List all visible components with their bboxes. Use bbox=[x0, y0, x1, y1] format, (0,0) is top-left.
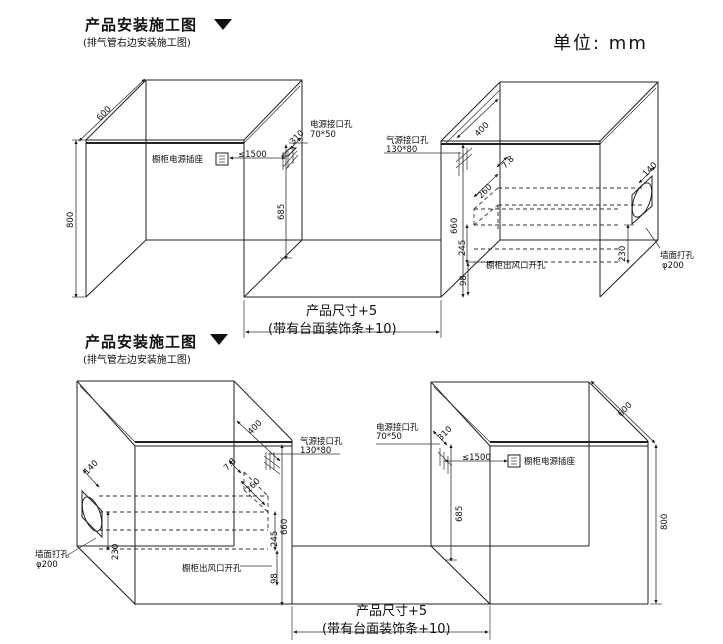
top-dim-685: 685 bbox=[277, 203, 287, 220]
title-triangle-icon bbox=[210, 334, 228, 345]
top-power-hole-size: 70*50 bbox=[310, 130, 336, 140]
top-dim-98: 98 bbox=[459, 275, 469, 286]
bottom-dim-800: 800 bbox=[660, 513, 670, 530]
top-wall-hole-size: φ200 bbox=[662, 261, 684, 271]
bottom-dim-660: 660 bbox=[280, 518, 290, 535]
bottom-caption-size: 产品尺寸+5 bbox=[356, 604, 428, 619]
title-triangle-icon bbox=[214, 19, 232, 30]
bottom-power-hole-size: 70*50 bbox=[376, 432, 402, 442]
bottom-title: 产品安装施工图 bbox=[85, 333, 198, 351]
top-right-cabinet bbox=[440, 81, 659, 298]
bottom-cabinet-vent-label: 橱柜出风口开孔 bbox=[182, 564, 242, 574]
top-title: 产品安装施工图 bbox=[85, 16, 198, 34]
bottom-gas-hole-label: 气源接口孔 bbox=[300, 437, 343, 447]
top-dim-660: 660 bbox=[450, 217, 460, 234]
top-dim-230: 230 bbox=[618, 245, 628, 262]
bottom-wall-hole-label: 墙面打孔 bbox=[35, 550, 70, 560]
unit-label: 单位: mm bbox=[553, 33, 648, 54]
top-gas-hole-size: 130*80 bbox=[386, 145, 418, 155]
bottom-dim-98: 98 bbox=[270, 573, 280, 584]
bottom-cabinet-socket-label: 橱柜电源插座 bbox=[524, 457, 576, 467]
top-cabinet-socket-label: 橱柜电源插座 bbox=[152, 155, 204, 165]
bottom-power-hole-label: 电源接口孔 bbox=[376, 423, 419, 433]
bottom-right-cabinet bbox=[430, 381, 649, 606]
top-wall-hole-label: 墙面打孔 bbox=[660, 251, 695, 261]
bottom-dim-245: 245 bbox=[270, 530, 280, 547]
bottom-wall-hole-size: φ200 bbox=[36, 560, 58, 570]
bottom-dim-685: 685 bbox=[455, 505, 465, 522]
top-power-hole-label: 电源接口孔 bbox=[310, 120, 353, 130]
bottom-dim-230: 230 bbox=[111, 543, 121, 560]
top-dim-245: 245 bbox=[458, 239, 468, 256]
bottom-caption-trim: (带有台面装饰条+10) bbox=[322, 622, 451, 637]
top-dim-1500: ≤1500 bbox=[238, 150, 267, 160]
top-subtitle: (排气管右边安装施工图) bbox=[83, 38, 191, 49]
bottom-subtitle: (排气管左边安装施工图) bbox=[83, 355, 191, 366]
top-caption-size: 产品尺寸+5 bbox=[306, 304, 378, 319]
bottom-gas-hole-size: 130*80 bbox=[300, 446, 332, 456]
bottom-dim-1500: ≤1500 bbox=[462, 453, 491, 463]
top-dim-800: 800 bbox=[66, 211, 76, 228]
top-caption-trim: (带有台面装饰条+10) bbox=[268, 322, 397, 337]
top-left-cabinet bbox=[85, 79, 303, 298]
top-cabinet-vent-label: 橱柜出风口开孔 bbox=[486, 261, 546, 271]
top-gas-hole-label: 气源接口孔 bbox=[386, 136, 429, 146]
